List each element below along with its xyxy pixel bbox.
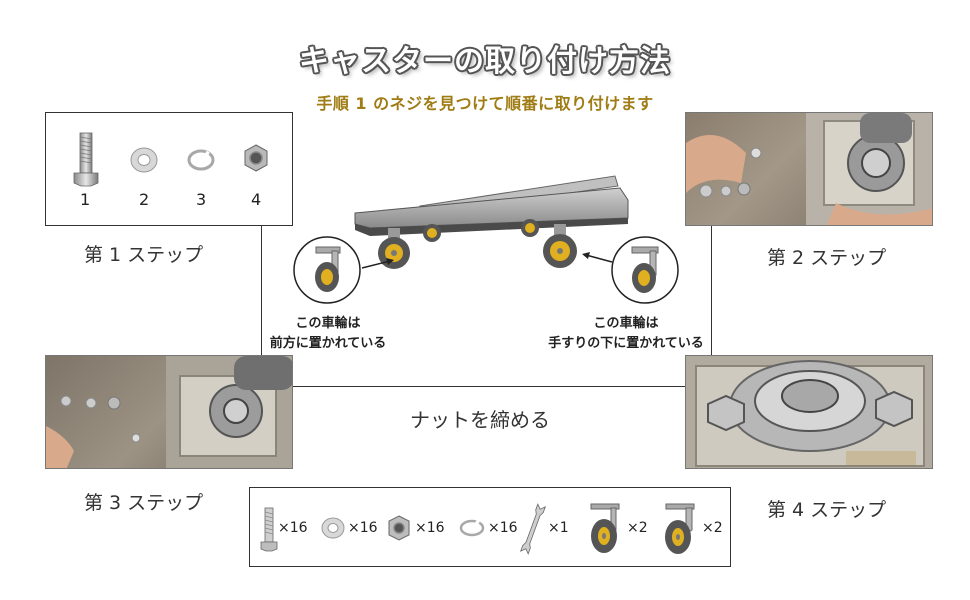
part-number-1: 1 [80, 190, 91, 209]
part-number-3: 3 [196, 190, 207, 209]
rear-caster-caption-line2: 手すりの下に置かれている [548, 336, 704, 351]
rear-caster-callout-icon [611, 236, 679, 304]
swivel-caster-quantity: ×2 [702, 520, 723, 536]
front-caster-caption-line1: この車輪は [295, 316, 361, 331]
frame-line-middle-horizontal [292, 386, 686, 387]
rear-caster-caption-line1: この車輪は [593, 316, 659, 331]
wrench-quantity: ×1 [548, 520, 569, 536]
part-number-2: 2 [139, 190, 150, 209]
page-title: キャスターの取り付け方法 [299, 44, 671, 79]
spring-washer-icon [187, 149, 215, 171]
washer-icon [321, 517, 345, 539]
washer-quantity: ×16 [348, 520, 378, 536]
spring-washer-icon [459, 519, 485, 537]
spring-washer-quantity: ×16 [488, 520, 518, 536]
front-caster-caption-line2: 前方に置かれている [269, 336, 387, 351]
fixed-caster-icon [590, 503, 620, 553]
step-2-label: 第 2 ステップ [767, 247, 887, 269]
step-4-photo [685, 355, 933, 469]
arrow-left-icon [361, 258, 394, 269]
step-1-label: 第 1 ステップ [84, 244, 204, 266]
step-4-label: 第 4 ステップ [767, 499, 887, 521]
front-caster-callout-icon [293, 236, 361, 304]
wrench-icon [520, 503, 546, 555]
trolley-illustration [354, 175, 629, 269]
bolt-icon [260, 507, 278, 552]
swivel-caster-icon [665, 503, 695, 554]
front-caster-caption: この車輪は 前方に置かれている [258, 314, 398, 354]
nut-icon [244, 144, 268, 172]
parts-box: 1 2 3 4 [45, 112, 293, 226]
rear-caster-caption: この車輪は 手すりの下に置かれている [536, 314, 716, 354]
step-2-photo [685, 112, 933, 226]
frame-line-left-vertical [261, 225, 262, 355]
step-3-photo [45, 355, 293, 469]
tighten-nut-label: ナットを締める [410, 408, 550, 432]
bolt-icon [73, 132, 99, 187]
fixed-caster-quantity: ×2 [627, 520, 648, 536]
page-subtitle: 手順 1 のネジを見つけて順番に取り付けます [316, 94, 654, 113]
nut-quantity: ×16 [415, 520, 445, 536]
frame-line-right-vertical [711, 225, 712, 355]
part-number-4: 4 [251, 190, 262, 209]
washer-icon [130, 147, 158, 173]
arrow-right-icon [582, 252, 613, 263]
nut-icon [388, 515, 410, 541]
step-3-label: 第 3 ステップ [84, 492, 204, 514]
bottom-parts-box: ×16 ×16 ×16 ×16 ×1 ×2 ×2 [249, 487, 731, 567]
bolt-quantity: ×16 [278, 520, 308, 536]
